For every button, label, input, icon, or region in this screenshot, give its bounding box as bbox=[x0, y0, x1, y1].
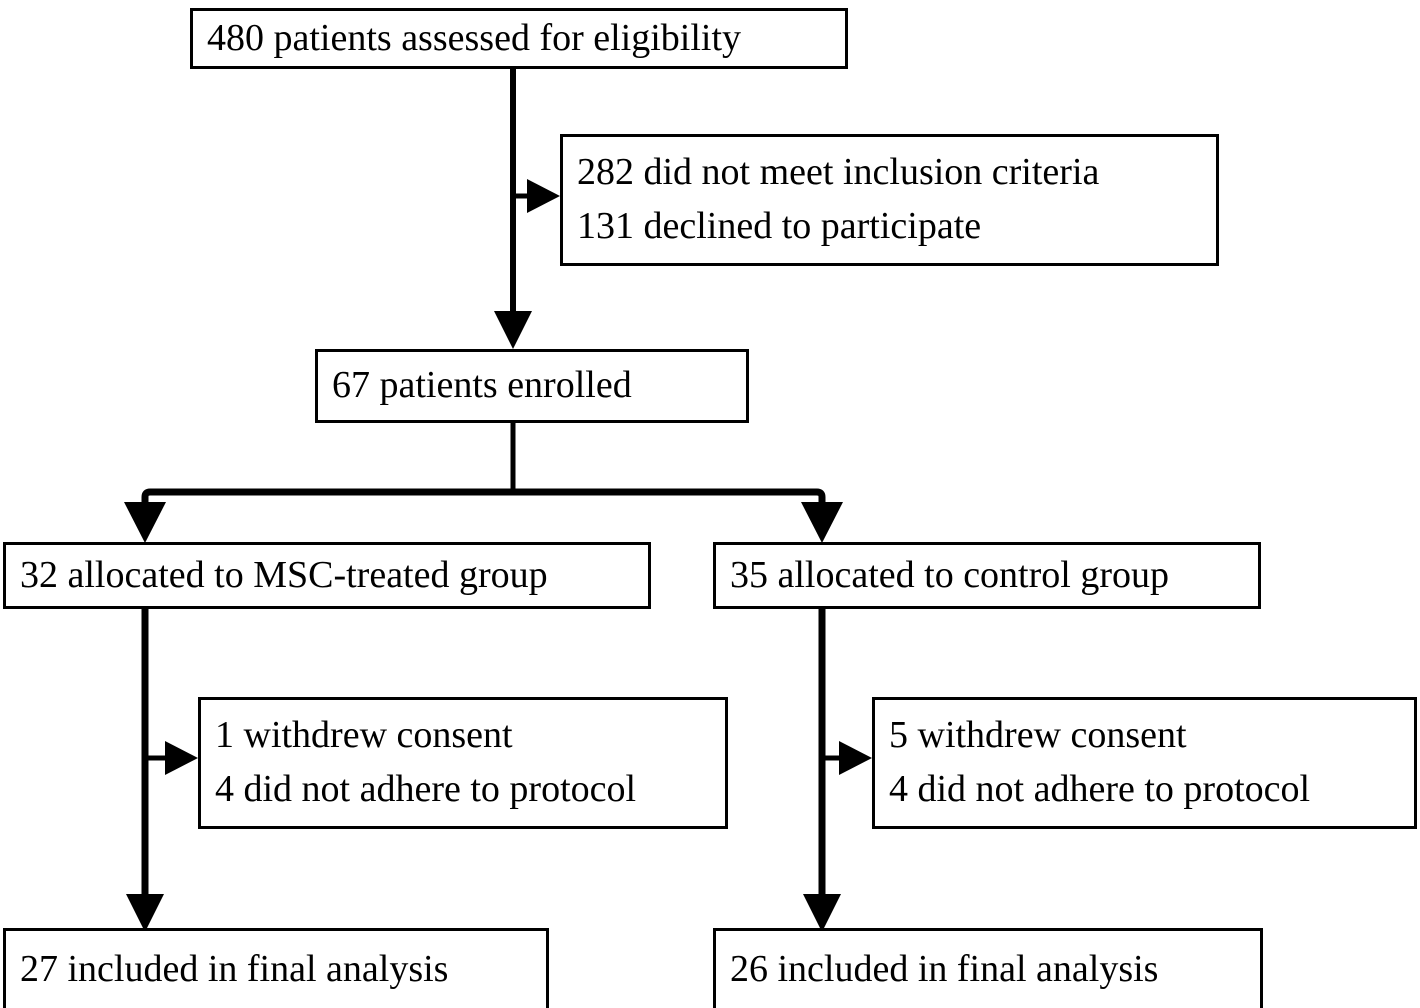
node-patients-assessed-for-eligibility: 480 patients assessed for eligibility bbox=[190, 8, 848, 69]
node-line: 480 patients assessed for eligibility bbox=[207, 16, 742, 59]
node-line: 131 declined to participate bbox=[577, 205, 982, 247]
node-line: 5 withdrew consent bbox=[889, 714, 1187, 757]
node-allocated-control-group: 35 allocated to control group bbox=[713, 542, 1261, 609]
node-included-in-final-analysis-msc: 27 included in final analysis bbox=[3, 928, 549, 1008]
node-line: 1 withdrew consent bbox=[215, 714, 513, 757]
node-withdrawals-control-group: 5 withdrew consent 4 did not adhere to p… bbox=[872, 697, 1417, 829]
edge-enrolled-to-alloc-msc bbox=[124, 497, 166, 543]
node-line: 4 did not adhere to protocol bbox=[215, 768, 637, 810]
node-patients-enrolled: 67 patients enrolled bbox=[315, 349, 749, 423]
edge-alloc-control-to-withdraw-control bbox=[822, 741, 872, 775]
node-allocated-msc-treated-group: 32 allocated to MSC-treated group bbox=[3, 542, 651, 609]
node-screening-exclusions: 282 did not meet inclusion criteria 131 … bbox=[560, 134, 1219, 266]
node-withdrawals-msc-group: 1 withdrew consent 4 did not adhere to p… bbox=[198, 697, 728, 829]
node-line: 32 allocated to MSC-treated group bbox=[20, 553, 548, 596]
edge-enrolled-split bbox=[141, 423, 826, 498]
node-line: 35 allocated to control group bbox=[730, 553, 1169, 596]
node-included-in-final-analysis-control: 26 included in final analysis bbox=[713, 928, 1263, 1008]
edge-eligibility-to-exclusion bbox=[513, 179, 560, 213]
node-line: 282 did not meet inclusion criteria bbox=[577, 151, 1100, 194]
edge-enrolled-to-alloc-control bbox=[801, 497, 843, 543]
edge-alloc-msc-to-final-msc bbox=[126, 609, 164, 932]
edge-alloc-msc-to-withdraw-msc bbox=[145, 741, 198, 775]
node-line: 4 did not adhere to protocol bbox=[889, 768, 1311, 810]
node-line: 26 included in final analysis bbox=[730, 947, 1159, 990]
edge-alloc-control-to-final-control bbox=[803, 609, 841, 932]
edge-eligibility-to-enrolled bbox=[494, 68, 532, 349]
node-line: 27 included in final analysis bbox=[20, 947, 449, 990]
node-line: 67 patients enrolled bbox=[332, 364, 632, 407]
